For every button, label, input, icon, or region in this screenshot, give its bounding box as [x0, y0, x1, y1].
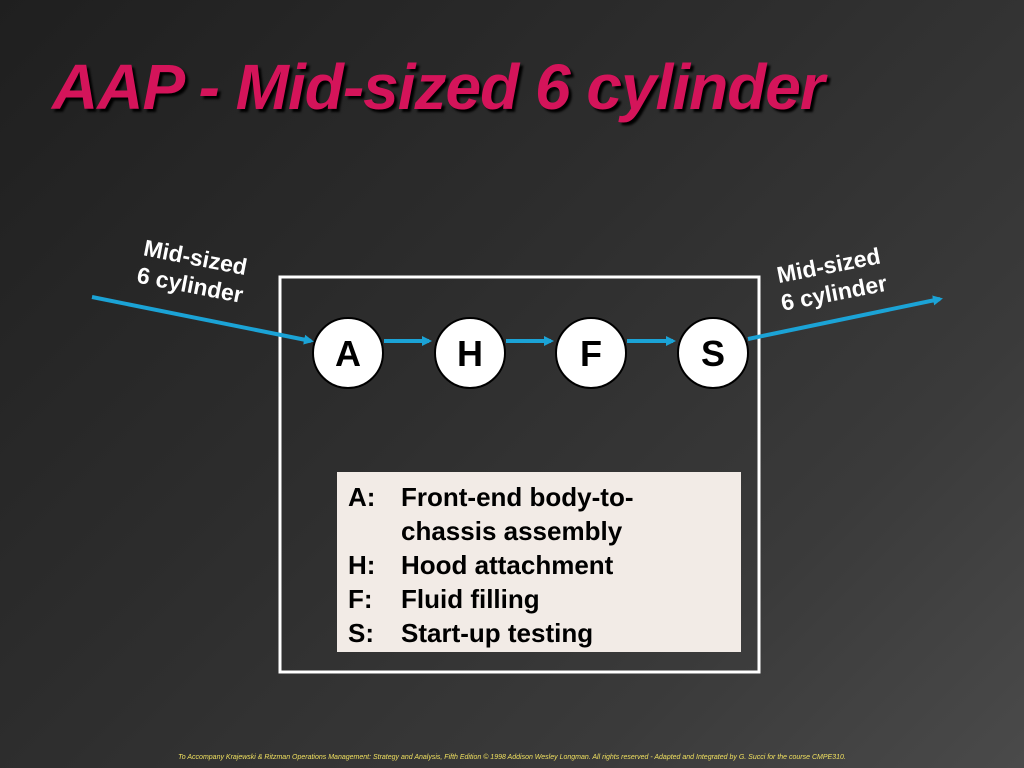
legend-text: Start-up testing	[401, 618, 594, 648]
station-label-s: S	[701, 333, 725, 374]
legend-row-s: S: Start-up testing	[348, 616, 741, 650]
station-node-a: A	[312, 317, 384, 389]
legend-text: Front-end body-to-chassis assembly	[401, 482, 634, 546]
legend-row-f: F: Fluid filling	[348, 582, 741, 616]
page-title: AAP - Mid-sized 6 cylinder	[52, 51, 825, 123]
station-label-h: H	[457, 333, 483, 374]
legend-key: A:	[348, 482, 376, 512]
station-node-s: S	[677, 317, 749, 389]
input-label: Mid-sized 6 cylinder	[135, 235, 249, 308]
station-node-h: H	[434, 317, 506, 389]
station-node-f: F	[555, 317, 627, 389]
station-legend: A: Front-end body-to-chassis assembly H:…	[337, 472, 741, 652]
station-label-a: A	[335, 333, 361, 374]
process-boundary-box	[278, 275, 761, 674]
legend-key: S:	[348, 618, 374, 648]
copyright-footer: To Accompany Krajewski & Ritzman Operati…	[178, 754, 846, 761]
legend-key: F:	[348, 584, 373, 614]
input-arrow	[91, 295, 314, 345]
legend-row-h: H: Hood attachment	[348, 548, 741, 582]
legend-row-a: A: Front-end body-to-chassis assembly	[348, 480, 741, 548]
legend-text: Fluid filling	[401, 584, 540, 614]
legend-text: Hood attachment	[401, 550, 614, 580]
legend-key: H:	[348, 550, 376, 580]
output-arrow	[747, 295, 943, 341]
output-label: Mid-sized 6 cylinder	[775, 243, 889, 316]
station-label-f: F	[580, 333, 602, 374]
